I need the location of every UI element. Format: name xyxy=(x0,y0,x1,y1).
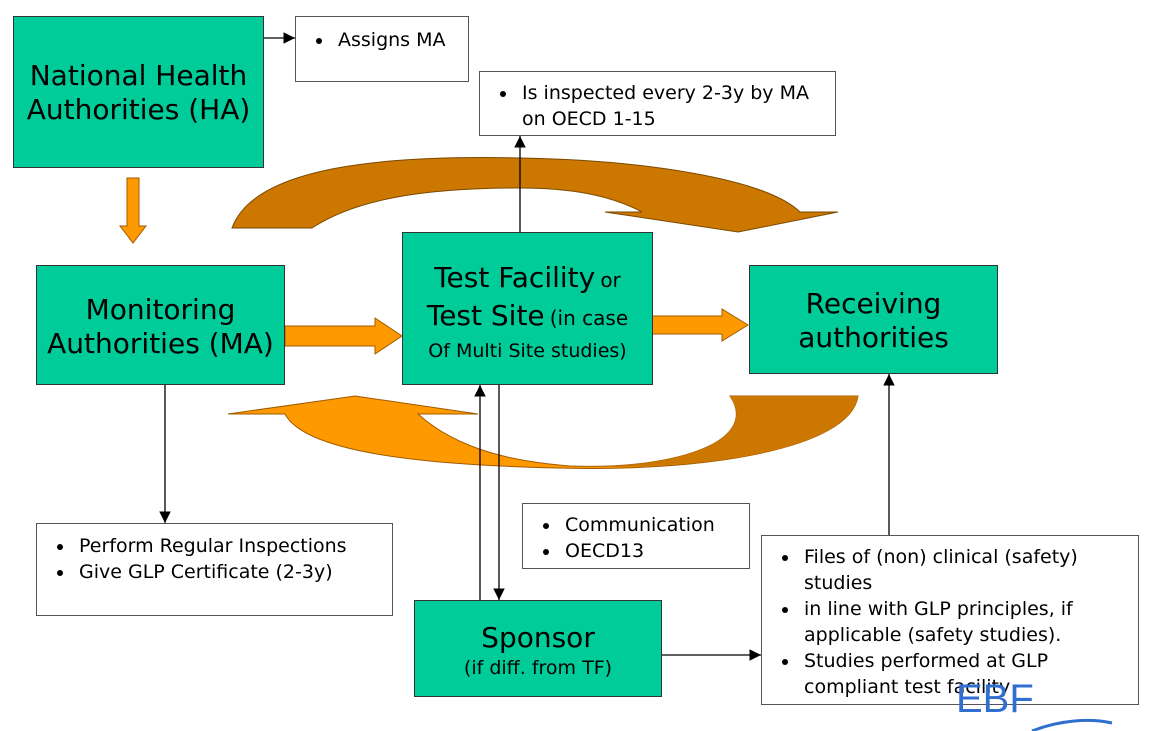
node-test-facility: Test Facility or Test Site (in case Of M… xyxy=(402,232,653,385)
node-receiving-line2: authorities xyxy=(798,321,949,354)
cycle-arrow-top xyxy=(231,157,839,233)
note-perform-item-1: Perform Regular Inspections xyxy=(75,533,392,559)
note-communication: Communication OECD13 xyxy=(522,503,750,569)
node-receiving-authorities: Receiving authorities xyxy=(749,265,998,374)
arrow-tf-to-receiving xyxy=(651,308,749,342)
node-tf-in-case: (in case xyxy=(549,306,629,330)
note-perform-inspections: Perform Regular Inspections Give GLP Cer… xyxy=(36,523,393,616)
note-files-item-1: Files of (non) clinical (safety) studies xyxy=(800,544,1124,596)
note-perform-item-2: Give GLP Certificate (2-3y) xyxy=(75,559,392,585)
node-receiving-line1: Receiving xyxy=(805,287,942,320)
ebf-logo-text: EBF xyxy=(956,677,1034,721)
node-ha-line1: National Health xyxy=(29,59,248,92)
node-ma-line2: Authorities (MA) xyxy=(47,327,274,360)
note-assigns-item: Assigns MA xyxy=(334,27,448,53)
node-monitoring-authorities: Monitoring Authorities (MA) xyxy=(36,265,285,385)
note-files: Files of (non) clinical (safety) studies… xyxy=(761,535,1139,705)
node-tf-title1: Test Facility xyxy=(434,261,596,294)
ebf-logo-swoosh xyxy=(1031,718,1113,731)
arrow-ha-to-ma xyxy=(118,177,148,244)
node-ha-line2: Authorities (HA) xyxy=(26,93,251,126)
cycle-arrow-bottom-shade xyxy=(570,396,858,467)
node-national-health-authorities: National Health Authorities (HA) xyxy=(13,16,264,168)
node-sponsor-sub: (if diff. from TF) xyxy=(463,657,613,679)
note-communication-item-2: OECD13 xyxy=(561,538,749,564)
note-assigns: Assigns MA xyxy=(295,16,469,82)
node-tf-or: or xyxy=(600,268,621,292)
node-tf-line3: Of Multi Site studies) xyxy=(428,340,627,362)
node-sponsor: Sponsor (if diff. from TF) xyxy=(414,600,662,697)
note-communication-item-1: Communication xyxy=(561,512,749,538)
note-inspected-item: Is inspected every 2-3y by MA on OECD 1-… xyxy=(518,80,825,132)
node-ma-line1: Monitoring xyxy=(85,293,236,326)
note-inspected: Is inspected every 2-3y by MA on OECD 1-… xyxy=(479,71,836,136)
ebf-logo: EBF xyxy=(956,675,1056,723)
arrow-ma-to-tf xyxy=(284,317,403,355)
note-files-item-3: Studies performed at GLP compliant test … xyxy=(800,648,1124,700)
node-sponsor-title: Sponsor xyxy=(481,621,595,654)
node-tf-title2: Test Site xyxy=(426,299,545,332)
note-files-item-2: in line with GLP principles, if applicab… xyxy=(800,596,1124,648)
